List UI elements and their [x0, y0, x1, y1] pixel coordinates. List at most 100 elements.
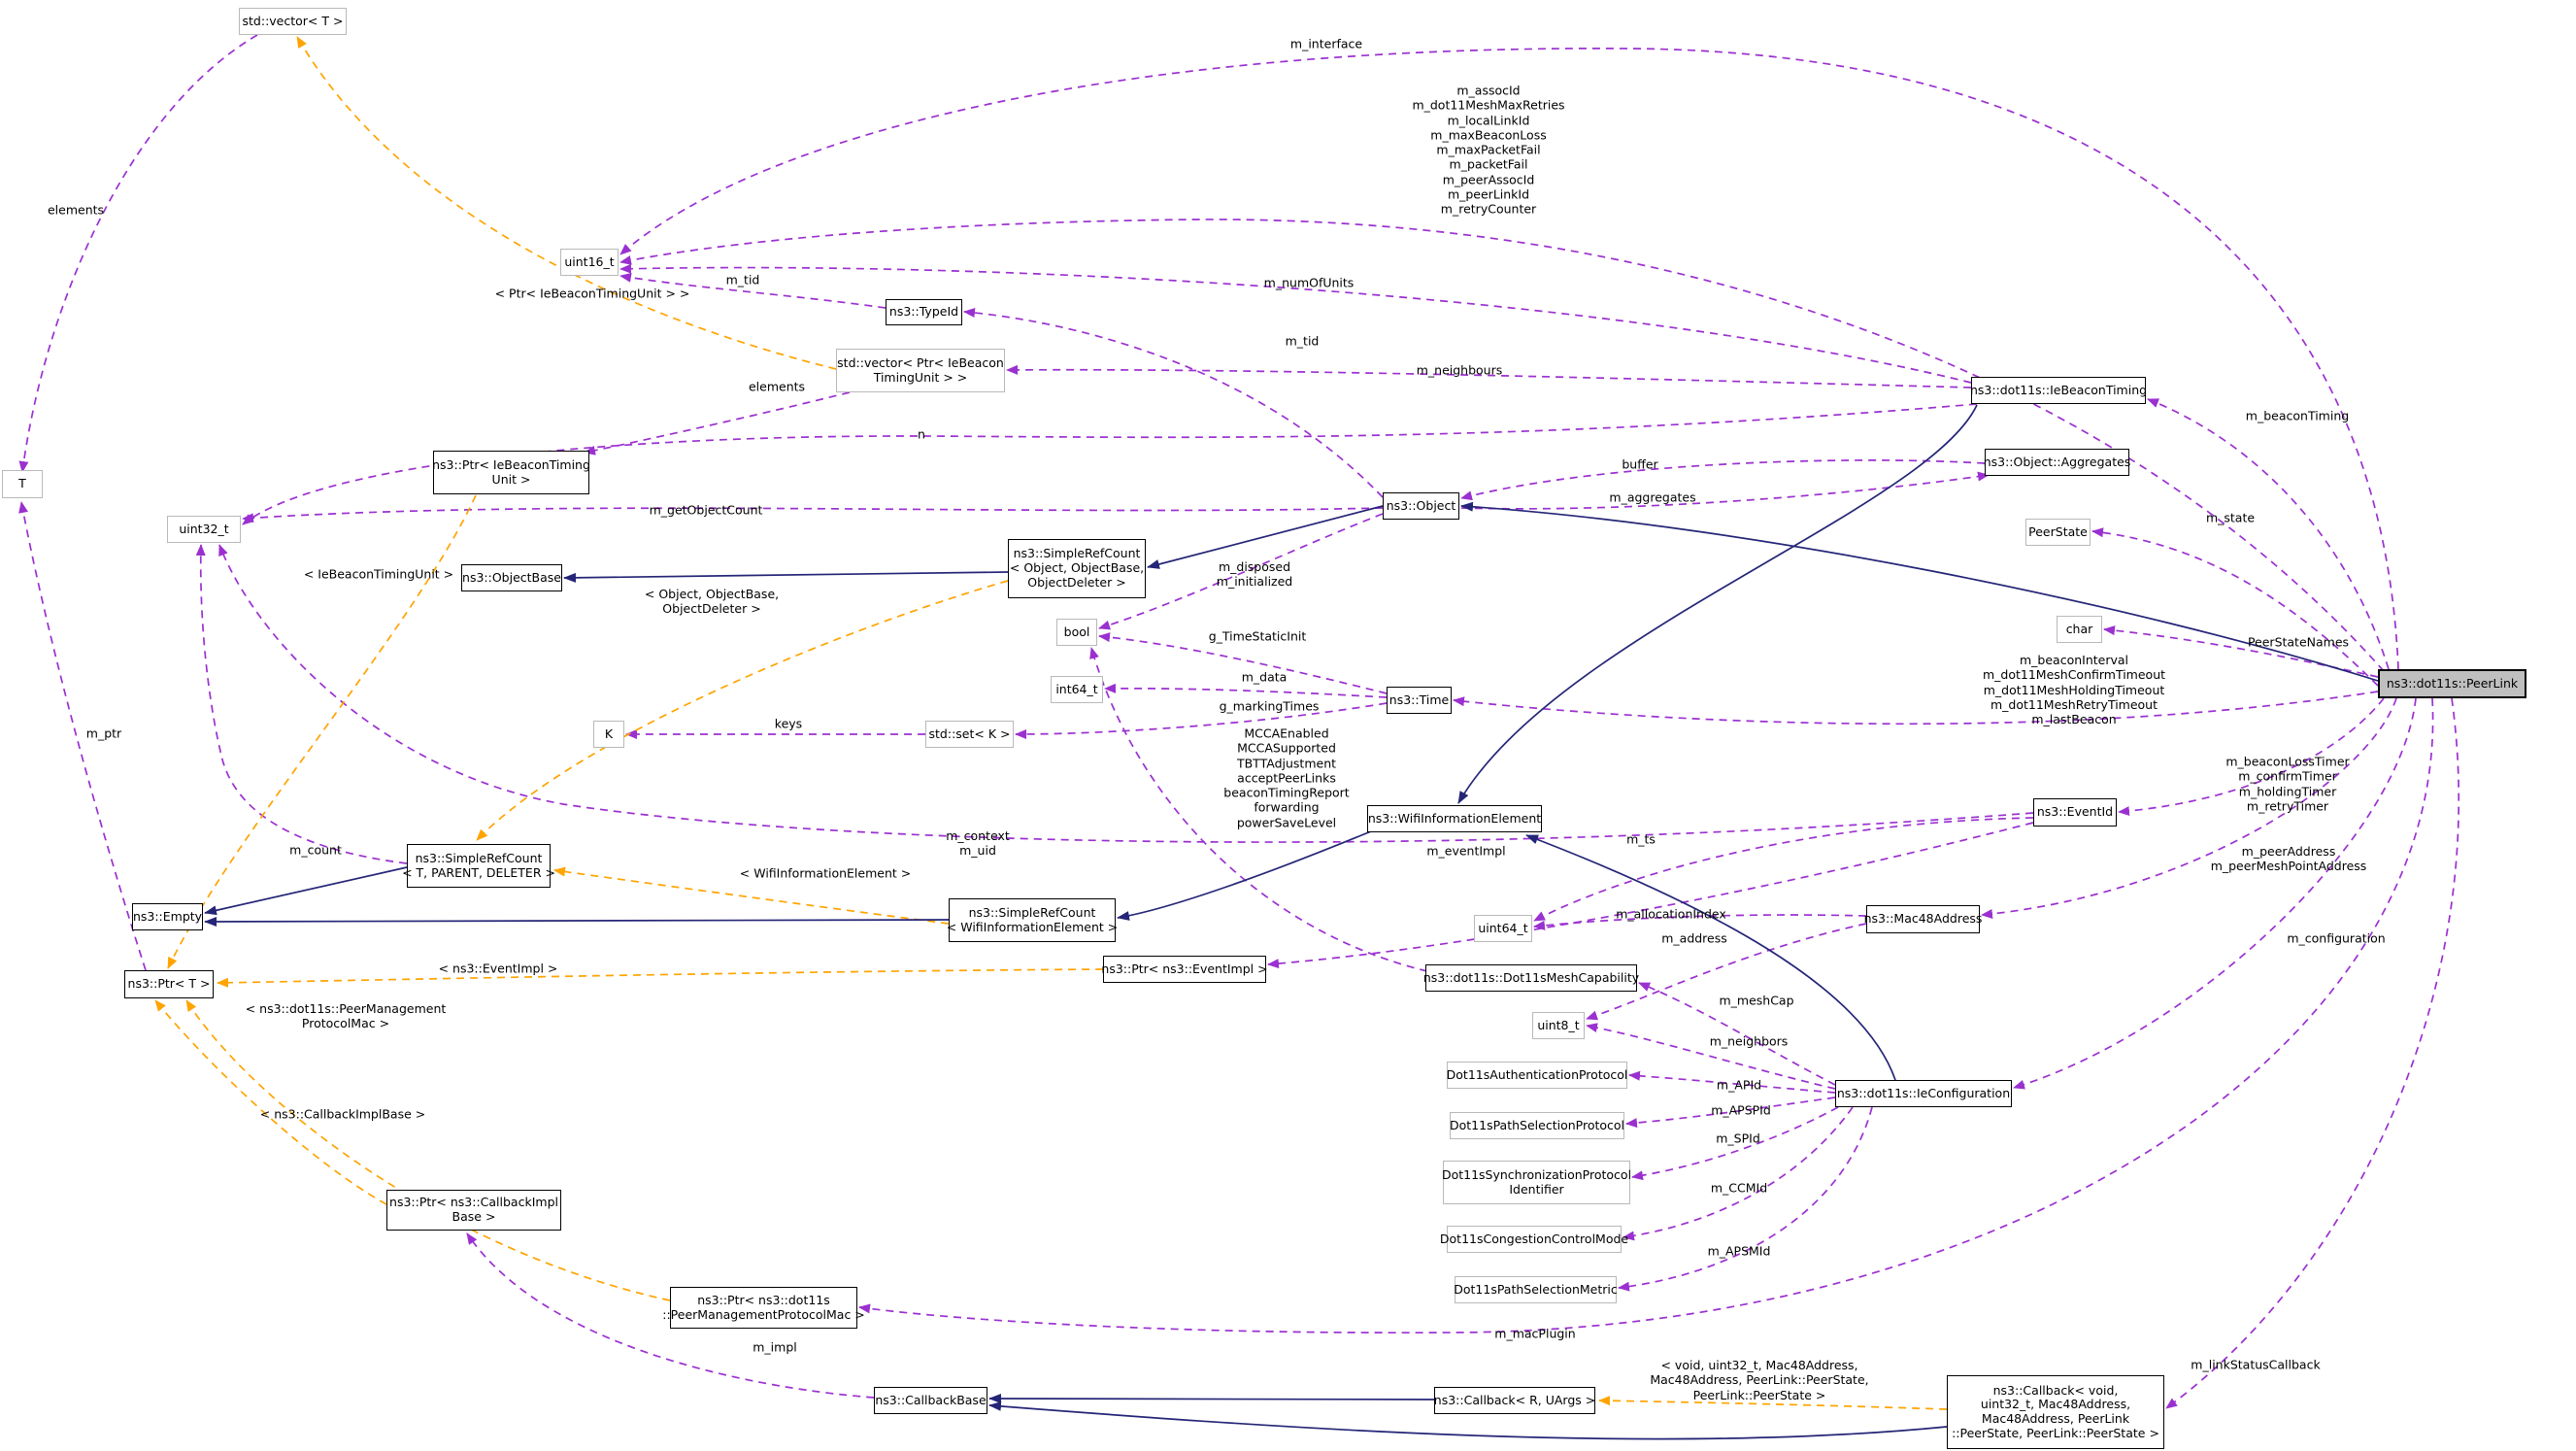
edge-label-m-ccmid: m_CCMId — [1710, 1180, 1768, 1196]
edge-label-n: n — [918, 426, 925, 442]
class-node-aggregates[interactable]: ns3::Object::Aggregates — [1984, 449, 2130, 476]
class-node-ptr-cib[interactable]: ns3::Ptr< ns3::CallbackImpl Base > — [386, 1190, 561, 1231]
class-node-time[interactable]: ns3::Time — [1387, 687, 1452, 714]
edge-label-m-context: m_context m_uid — [946, 827, 1010, 858]
edge-meshcap-flags — [1089, 647, 1428, 972]
class-node-wifi-ie[interactable]: ns3::WifiInformationElement — [1367, 805, 1542, 832]
class-node-meshcap[interactable]: ns3::dot11s::Dot11sMeshCapability — [1423, 964, 1639, 992]
class-node-mac48[interactable]: ns3::Mac48Address — [1864, 905, 1982, 933]
class-node-authproto: Dot11sAuthenticationProtocol — [1447, 1062, 1627, 1089]
edge-label-m-disposed: m_disposed m_initialized — [1216, 558, 1293, 589]
edge-label-g-markingtimes: g_markingTimes — [1219, 698, 1320, 714]
edge-n — [242, 403, 1978, 525]
edge-label-m-macplugin: m_macPlugin — [1494, 1326, 1576, 1341]
edge-label-m-getobjectcount: m_getObjectCount — [649, 502, 763, 518]
edge-m-apsmid — [1618, 1106, 1873, 1292]
class-node-set-k: std::set< K > — [925, 721, 1014, 748]
edge-peerlink-uint16-members — [619, 219, 2385, 672]
edge-tmpl-cib — [154, 999, 387, 1205]
class-node-iebeacontiming[interactable]: ns3::dot11s::IeBeaconTiming — [1970, 377, 2147, 404]
edge-m-ts — [1533, 817, 2034, 922]
class-node-eventid[interactable]: ns3::EventId — [2033, 798, 2117, 827]
edge-label-m-spid: m_SPId — [1716, 1130, 1760, 1146]
edge-m-state — [2091, 527, 2379, 687]
edge-label-peerstatenames: PeerStateNames — [2247, 634, 2350, 650]
edge-m-linkstatuscallback — [2165, 697, 2459, 1409]
edge-tmpl-pmpm — [185, 999, 671, 1301]
edge-label-tmpl-object: < Object, ObjectBase, ObjectDeleter > — [644, 586, 780, 616]
edge-tmpl-eventimpl — [217, 968, 1104, 988]
edge-inh-ruargs-cbbase — [988, 1394, 1435, 1404]
edge-tmpl-vector — [296, 36, 837, 370]
edge-inh-src-objectbase — [563, 571, 1009, 583]
class-node-typeid[interactable]: ns3::TypeId — [886, 299, 962, 325]
edge-m-neighbors — [1586, 1023, 1836, 1090]
edge-m-address — [1586, 923, 1867, 1021]
edge-label-m-linkstatuscallback: m_linkStatusCallback — [2191, 1357, 2321, 1372]
edge-inh-ieconfig-wifiie — [1525, 834, 1896, 1081]
edge-m-impl — [466, 1232, 875, 1399]
edge-label-m-neighbours: m_neighbours — [1416, 362, 1503, 378]
class-node-ptr-eventimpl[interactable]: ns3::Ptr< ns3::EventImpl > — [1101, 956, 1268, 983]
edge-label-g-timestaticinit: g_TimeStaticInit — [1208, 628, 1307, 644]
edge-label-m-peeraddress: m_peerAddress m_peerMeshPointAddress — [2210, 843, 2367, 873]
edge-inh-wifiie-srcwifi — [1117, 830, 1372, 921]
class-node-objectbase[interactable]: ns3::ObjectBase — [461, 564, 562, 591]
class-node-bool: bool — [1056, 619, 1097, 646]
edge-m-numofunits — [619, 263, 1972, 384]
edge-peerstatenames — [2103, 625, 2379, 678]
class-node-src-wifi[interactable]: ns3::SimpleRefCount < WifiInformationEle… — [947, 898, 1118, 942]
class-node-uint32-t: uint32_t — [167, 516, 241, 543]
edge-m-neighbours — [1006, 364, 1972, 388]
edge-inh-peerlink-object — [1460, 501, 2379, 682]
edge-peerlink-times — [1453, 691, 2379, 726]
edge-label-m-eventimpl: m_eventImpl — [1426, 843, 1506, 859]
class-node-pathselmetric: Dot11sPathSelectionMetric — [1454, 1276, 1618, 1303]
class-node-callbackbase[interactable]: ns3::CallbackBase — [874, 1387, 987, 1414]
edge-m-peeraddress — [1981, 697, 2397, 919]
edge-m-apid — [1628, 1070, 1836, 1094]
edge-label-peerlink-timers: m_beaconLossTimer m_confirmTimer m_holdi… — [2225, 754, 2350, 814]
edge-peerlink-timers — [2118, 697, 2385, 817]
edge-label-m-tid-object: m_tid — [1285, 333, 1320, 349]
edge-m-spid — [1631, 1106, 1839, 1181]
edge-label-tmpl-cib: < ns3::CallbackImplBase > — [259, 1106, 426, 1122]
edge-label-m-apsmid: m_APSMId — [1707, 1243, 1771, 1259]
class-node-syncproto: Dot11sSynchronizationProtocol Identifier — [1442, 1161, 1631, 1204]
class-node-pathselproto: Dot11sPathSelectionProtocol — [1450, 1112, 1624, 1139]
edge-m-aggregates — [1460, 471, 1990, 510]
class-node-src-tpd[interactable]: ns3::SimpleRefCount < T, PARENT, DELETER… — [402, 844, 555, 888]
class-node-empty[interactable]: ns3::Empty — [132, 903, 203, 930]
class-node-callback-void[interactable]: ns3::Callback< void, uint32_t, Mac48Addr… — [1947, 1375, 2164, 1449]
edge-m-data — [1104, 683, 1388, 698]
class-node-ptr-iebtu[interactable]: ns3::Ptr< IeBeaconTiming Unit > — [432, 451, 590, 494]
edge-buffer — [1460, 459, 1986, 501]
edge-g-timestaticinit — [1098, 632, 1388, 694]
edge-tmpl-void — [1598, 1396, 1948, 1410]
edge-label-m-apid: m_APId — [1716, 1077, 1762, 1093]
edge-elements-vector — [584, 391, 851, 456]
class-node-ptr-pmpm[interactable]: ns3::Ptr< ns3::dot11s ::PeerManagementPr… — [662, 1287, 865, 1329]
edge-inh-srctpd-empty — [204, 866, 408, 916]
class-node-ptr-t[interactable]: ns3::Ptr< T > — [124, 970, 214, 998]
edge-label-m-interface: m_interface — [1289, 36, 1363, 51]
edge-g-markingtimes — [1015, 702, 1388, 739]
class-node-congctrl: Dot11sCongestionControlMode — [1440, 1226, 1628, 1253]
edge-label-m-aggregates: m_aggregates — [1609, 489, 1696, 505]
class-node-int64-t: int64_t — [1051, 676, 1103, 703]
edge-label-tmpl-ptr-iebtu: < Ptr< IeBeaconTimingUnit > > — [494, 286, 690, 301]
class-node-uint64-t: uint64_t — [1474, 915, 1532, 942]
class-node-src-object[interactable]: ns3::SimpleRefCount < Object, ObjectBase… — [1008, 539, 1146, 598]
edge-label-m-address: m_address — [1661, 930, 1727, 946]
edge-label-tmpl-pmpm: < ns3::dot11s::PeerManagement ProtocolMa… — [245, 1000, 447, 1030]
class-node-ieconfig[interactable]: ns3::dot11s::IeConfiguration — [1835, 1080, 2012, 1107]
edge-m-ccmid — [1623, 1106, 1854, 1241]
edge-label-elements-t: elements — [47, 202, 105, 218]
class-node-k: K — [593, 721, 624, 748]
class-node-object[interactable]: ns3::Object — [1383, 492, 1459, 520]
edge-label-m-tid-typeid: m_tid — [725, 272, 760, 287]
class-node-peerlink[interactable]: ns3::dot11s::PeerLink — [2378, 669, 2526, 698]
class-node-callback-ruargs[interactable]: ns3::Callback< R, UArgs > — [1434, 1387, 1595, 1414]
edge-label-peerlink-times: m_beaconInterval m_dot11MeshConfirmTimeo… — [1982, 652, 2166, 726]
